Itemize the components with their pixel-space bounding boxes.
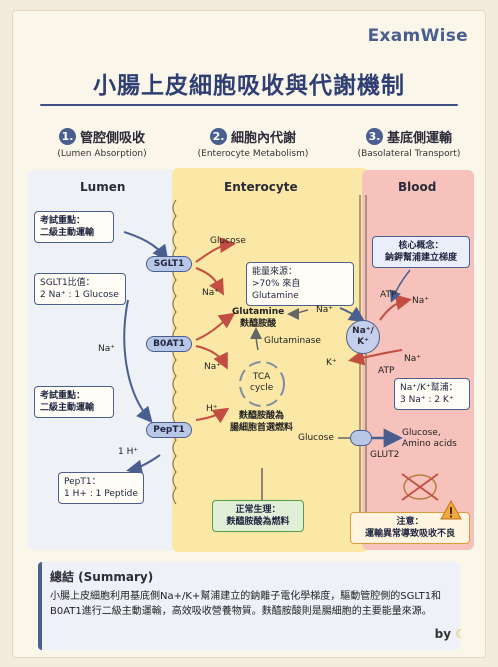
label-na-blood-top: Na⁺ — [412, 296, 429, 306]
label-na-entero-mid: Na⁺ — [316, 305, 333, 315]
title-underline — [40, 104, 458, 106]
tca-cycle-ring — [239, 361, 285, 407]
transporter-glut2-shape — [350, 430, 372, 446]
transporter-b0at1: B0AT1 — [146, 336, 192, 352]
arrow-h-out — [126, 454, 161, 476]
section-enterocyte-metabolism: 2.細胞內代謝 (Enterocyte Metabolism) — [180, 126, 326, 159]
label-first-fuel: 麩醯胺酸為 腸細胞首選燃料 — [230, 411, 294, 433]
arrow-pump-na-out — [379, 294, 412, 321]
note-pept1-ratio: PepT1： 1 H+ : 1 Peptide — [58, 472, 144, 504]
arrow-core-note — [389, 269, 411, 303]
label-atp-top: ATP — [380, 290, 397, 300]
section-number: 2. — [209, 128, 227, 145]
note-core-concept: 核心概念： 鈉鉀幫浦建立梯度 — [372, 236, 470, 268]
transporter-pept1: PepT1 — [146, 422, 192, 438]
blocked-transport-sketch — [401, 473, 439, 501]
label-glucose-bottom: Glucose — [298, 433, 334, 443]
label-glucose-top: Glucose — [210, 236, 246, 246]
brand-logo: ExamWise — [367, 26, 468, 46]
note-normal-physiology: 正常生理： 麩醯胺酸為燃料 — [212, 500, 304, 532]
label-na-blood-bottom: Na⁺ — [404, 354, 421, 364]
page-title: 小腸上皮細胞吸收與代謝機制 — [93, 73, 405, 99]
arrow-glutaminase — [250, 327, 263, 351]
label-h-lumen: 1 H⁺ — [118, 447, 139, 457]
arrow-glucose-in — [195, 237, 236, 263]
label-na-entero-2: Na⁺ — [204, 362, 221, 372]
summary-heading: 總結 (Summary) — [50, 570, 154, 584]
note-pump-ratio: Na⁺/K⁺幫浦： 3 Na⁺ : 2 K⁺ — [394, 378, 470, 410]
summary-text: 小腸上皮細胞利用基底側Na+/K+幫浦建立的鈉離子電化學梯度，驅動管腔側的SGL… — [50, 591, 442, 617]
label-glucose-amino-acids: Glucose, Amino acids — [402, 428, 457, 449]
label-h-entero: H⁺ — [206, 404, 218, 414]
label-glut2: GLUT2 — [370, 450, 400, 460]
note-exam-point-1: 考試重點： 二級主動運輸 — [34, 211, 114, 243]
note-exam-point-2: 考試重點： 二級主動運輸 — [34, 386, 114, 418]
section-subtitle: (Enterocyte Metabolism) — [197, 149, 309, 159]
arrow-b0at1-in — [195, 345, 228, 370]
summary-panel: 總結 (Summary) 小腸上皮細胞利用基底側Na+/K+幫浦建立的鈉離子電化… — [38, 562, 460, 650]
section-name: 管腔側吸收 — [79, 131, 145, 146]
section-basolateral-transport: 3.基底側運輸 (Basolateral Transport) — [336, 126, 482, 159]
byline-text: by — [434, 627, 452, 641]
label-na-entero-1: Na⁺ — [202, 288, 219, 298]
banana-icon: ☾ — [455, 627, 466, 641]
na-k-pump: Na⁺/ K⁺ — [346, 320, 380, 354]
label-atp-bottom: ATP — [378, 366, 395, 376]
arrow-b0at1-glutamine — [195, 312, 236, 341]
section-number: 3. — [365, 128, 383, 145]
apical-membrane — [172, 199, 177, 505]
section-name: 細胞內代謝 — [230, 131, 296, 146]
byline: by ☾ — [435, 627, 466, 641]
arrow-pump-k-in — [348, 349, 403, 366]
arrow-na-to-glutamine — [287, 307, 309, 320]
arrow-pump-na-in — [339, 306, 366, 323]
label-tca-cycle: TCA cycle — [250, 372, 274, 393]
transporter-sglt1: SGLT1 — [146, 256, 192, 272]
label-k-plus: K⁺ — [326, 358, 337, 368]
section-lumen-absorption: 1.管腔側吸收 (Lumen Absorption) — [34, 126, 170, 159]
label-na-lumen: Na⁺ — [98, 344, 115, 354]
blood-region — [362, 170, 474, 550]
label-glutamine: Glutamine 麩醯胺酸 — [232, 307, 285, 329]
section-subtitle: (Lumen Absorption) — [57, 149, 147, 159]
blood-heading: Blood — [398, 180, 437, 194]
section-name: 基底側運輸 — [386, 131, 452, 146]
section-subtitle: (Basolateral Transport) — [357, 149, 461, 159]
arrow-pept1-h — [195, 407, 230, 424]
lumen-heading: Lumen — [80, 180, 126, 194]
warning-icon — [440, 500, 462, 520]
label-glutaminase: Glutaminase — [264, 336, 321, 346]
note-energy-source: 能量來源： >70% 來自 Glutamine — [246, 262, 354, 306]
note-sglt1-ratio: SGLT1比值： 2 Na⁺ : 1 Glucose — [34, 273, 126, 305]
arrow-lumen-na — [123, 231, 169, 262]
enterocyte-region — [172, 168, 368, 552]
section-number: 1. — [58, 128, 76, 145]
arrow-sglt1-in — [195, 267, 224, 296]
arrow-lumen-down — [123, 299, 153, 424]
enterocyte-heading: Enterocyte — [224, 180, 298, 194]
